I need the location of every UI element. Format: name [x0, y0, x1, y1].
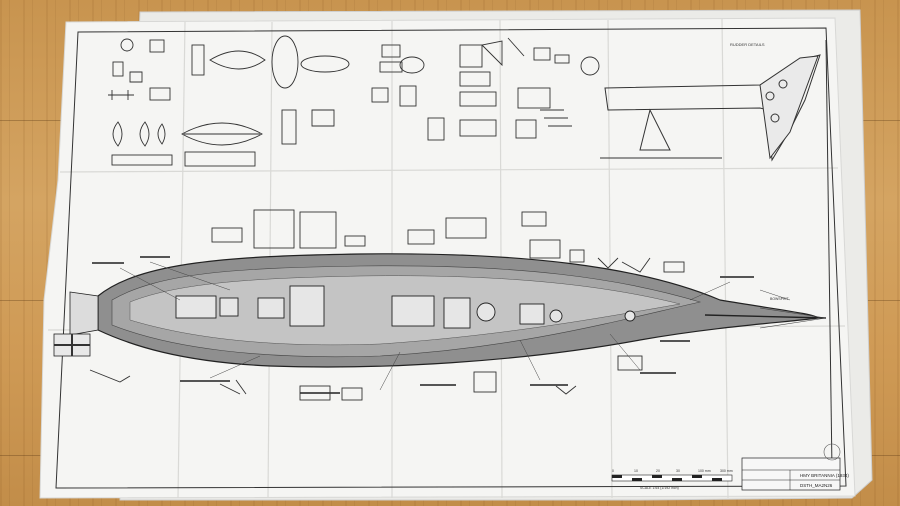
model-name: HMY BRITANNIA (1934) — [800, 473, 849, 478]
detail-sketches-lower — [89, 355, 643, 401]
leader-lines — [119, 261, 791, 391]
rudder-detail — [600, 39, 833, 471]
hull-deck-plan — [69, 253, 827, 368]
stamp-seal — [823, 443, 841, 461]
scale-tick-5: 300 mm — [720, 469, 733, 473]
scale-tick-1: 10 — [634, 469, 638, 473]
scale-caption: SCALE 1:64 (1/192 inch) — [640, 486, 679, 490]
ensign-flag-icon — [53, 333, 91, 357]
plan-number: DSTH_MA2N26 — [800, 483, 833, 488]
label-marks — [92, 256, 754, 394]
rudder-label: RUDDER DETAILS — [730, 42, 765, 47]
scale-tick-4: 100 mm — [698, 469, 711, 473]
title-block: HMY BRITANNIA (1934) DSTH_MA2N26 — [741, 443, 849, 491]
bowsprit-label: BOWSPRIT — [770, 297, 790, 301]
deck-fittings-row — [211, 209, 685, 273]
scale-bar: 0 10 20 30 100 mm 300 mm SCALE 1:64 (1/1… — [611, 469, 733, 490]
detail-sketches-left — [108, 35, 350, 167]
scale-tick-3: 30 — [676, 469, 680, 473]
scale-tick-2: 20 — [656, 469, 660, 473]
detail-sketches-middle — [371, 37, 600, 141]
scale-tick-0: 0 — [612, 469, 614, 473]
